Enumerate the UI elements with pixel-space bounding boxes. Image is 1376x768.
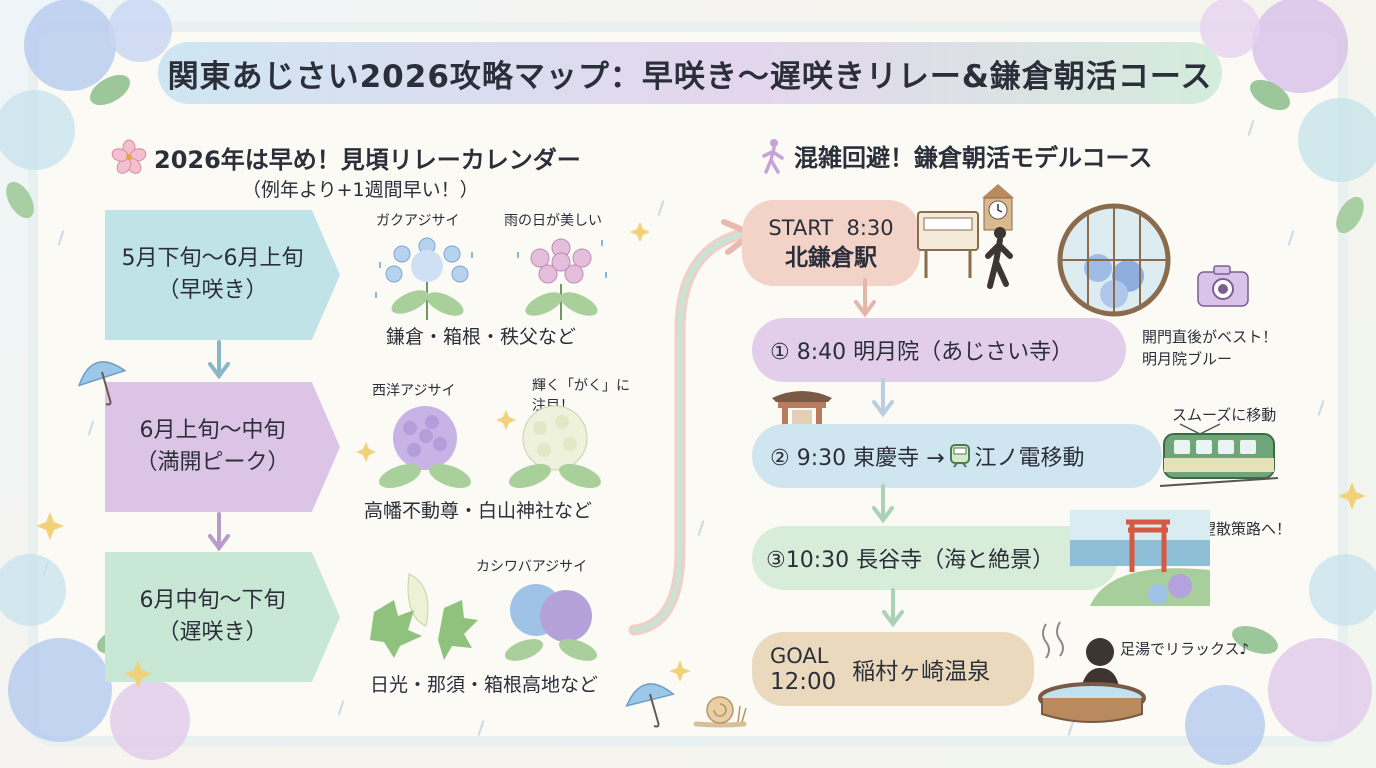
flower-label-seiyo: 西洋アジサイ xyxy=(372,383,456,399)
calendar-subheading: （例年より+1週間早い！） xyxy=(242,179,479,201)
period-early-dates: 5月下旬〜6月上旬 xyxy=(121,246,304,271)
note-view: 眺望散策路へ！ xyxy=(1186,520,1292,538)
blue-purple-hydrangea-icon xyxy=(504,584,598,661)
period-peak: 6月上旬〜中旬 （満開ピーク） xyxy=(105,382,340,512)
white-hydrangea-icon xyxy=(509,405,601,489)
flower-label-gaku: ガクアジサイ xyxy=(376,213,460,229)
page-title: 関東あじさい2026攻略マップ：早咲き〜遅咲きリレー&鎌倉朝活コース xyxy=(167,58,1213,95)
course-heading: 混雑回避！鎌倉朝活モデルコース xyxy=(794,144,1153,172)
down-arrow-icon xyxy=(882,588,904,628)
station-sign-icon xyxy=(917,211,979,278)
umbrella-icon xyxy=(625,683,675,728)
title-banner: 関東あじさい2026攻略マップ：早咲き〜遅咲きリレー&鎌倉朝活コース xyxy=(158,42,1222,104)
seaside-torii-icon xyxy=(1070,510,1210,606)
walking-person-icon xyxy=(762,139,784,174)
enoden-train-icon xyxy=(1159,423,1279,487)
calendar-heading: 2026年は早め！見頃リレーカレンダー xyxy=(154,146,581,174)
stop-1-text: ① 8:40 明月院（あじさい寺） xyxy=(770,340,1074,365)
course-stop-hasedera: ③10:30 長谷寺（海と絶景） xyxy=(752,526,1118,590)
down-arrow-icon xyxy=(872,484,894,524)
start-time: START 8:30 xyxy=(768,216,894,240)
pink-hydrangea-icon xyxy=(517,238,607,320)
hot-spring-bath-icon xyxy=(1038,621,1146,723)
period-late: 6月中旬〜下旬 （遅咲き） xyxy=(105,552,340,682)
place-peak: 高幡不動尊・白山神社など xyxy=(364,500,593,522)
period-peak-dates: 6月上旬〜中旬 xyxy=(139,418,286,443)
place-late: 日光・那須・箱根高地など xyxy=(370,674,599,696)
down-arrow-icon xyxy=(208,340,230,380)
round-window-icon xyxy=(1057,203,1171,317)
stop-2-text: ② 9:30 東慶寺 → xyxy=(770,446,945,471)
note-smooth: スムーズに移動 xyxy=(1172,406,1277,424)
note-ashiyu: 足湯でリラックス♪ xyxy=(1120,640,1250,658)
goal-time: 12:00 xyxy=(770,669,837,695)
lacecap-hydrangea-icon xyxy=(375,237,473,320)
course-goal: GOAL 12:00 稲村ヶ崎温泉 xyxy=(752,632,1034,706)
period-late-dates: 6月中旬〜下旬 xyxy=(139,588,286,613)
mophead-hydrangea-icon xyxy=(379,406,471,489)
period-late-label: （遅咲き） xyxy=(157,620,268,645)
camera-icon xyxy=(1197,265,1249,307)
stop-2-extra: 江ノ電移動 xyxy=(974,446,1085,471)
down-arrow-icon xyxy=(872,378,894,418)
flower-label-kashiwaba: カシワバアジサイ xyxy=(476,559,588,575)
period-early: 5月下旬〜6月上旬 （早咲き） xyxy=(105,210,340,340)
down-arrow-icon xyxy=(208,512,230,552)
course-stop-meigetsuin: ① 8:40 明月院（あじさい寺） xyxy=(752,318,1126,382)
goal-place: 稲村ヶ崎温泉 xyxy=(852,659,991,685)
stop-3-text: ③10:30 長谷寺（海と絶景） xyxy=(766,548,1055,573)
goal-time-block: GOAL 12:00 xyxy=(770,643,836,695)
period-early-label: （早咲き） xyxy=(157,278,268,303)
snail-icon xyxy=(693,696,747,728)
course-stop-tokeiji: ② 9:30 東慶寺 → 江ノ電移動 xyxy=(752,424,1162,488)
course-start: START 8:30 北鎌倉駅 xyxy=(742,200,920,286)
train-icon xyxy=(949,444,970,468)
oakleaf-hydrangea-icon xyxy=(370,573,478,660)
start-place: 北鎌倉駅 xyxy=(785,245,877,271)
sakura-icon xyxy=(111,139,147,174)
flower-label-rainy: 雨の日が美しい xyxy=(504,213,602,229)
place-early: 鎌倉・箱根・秩父など xyxy=(386,326,577,348)
traveler-silhouette-icon xyxy=(985,227,1013,289)
down-arrow-icon xyxy=(854,278,876,318)
note-meigetsuin: 開門直後がベスト！ 明月院ブルー xyxy=(1142,328,1278,368)
period-peak-label: （満開ピーク） xyxy=(135,450,290,475)
goal-label: GOAL xyxy=(770,644,829,668)
umbrella-icon xyxy=(77,361,127,406)
